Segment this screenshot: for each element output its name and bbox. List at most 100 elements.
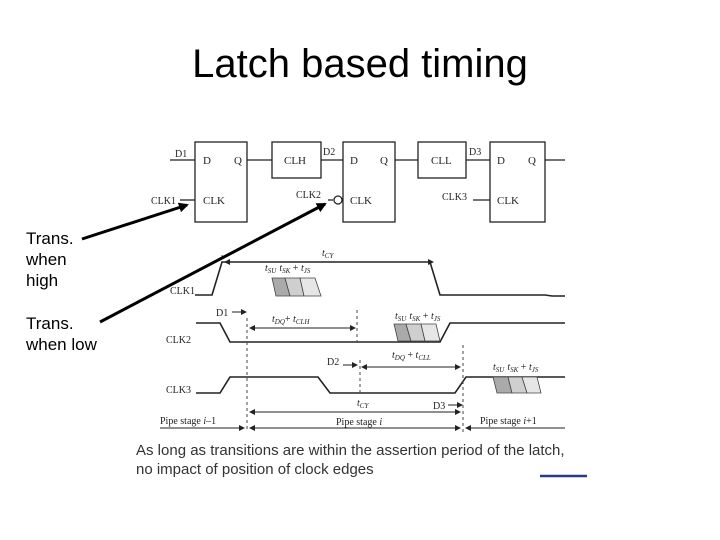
d2-label: D2 — [327, 357, 339, 368]
timing-windows — [271, 277, 542, 394]
cll-t2: t — [416, 350, 419, 361]
trans-high-line-1: Trans. — [26, 229, 74, 248]
clk2-inversion-bubble — [333, 195, 343, 205]
caption-line-1: As long as transitions are within the as… — [136, 442, 565, 459]
logic-block-cll — [417, 141, 467, 179]
latch-1-clk-label: CLK — [203, 195, 225, 207]
clk1-label: CLK1 — [170, 286, 195, 297]
trans-low-line-1: Trans. — [26, 314, 74, 333]
tcy-top-sub: CY — [325, 252, 335, 260]
latch-1-d-label: D — [203, 155, 211, 167]
tcy-stage-t: t — [357, 398, 360, 409]
clk3-skew-window-b — [521, 376, 542, 394]
input-clk1-label: CLK1 — [151, 196, 176, 207]
input-d1-label: D1 — [175, 149, 187, 160]
logic-cll-label: CLL — [431, 155, 452, 167]
setup2-s1: SU — [398, 315, 408, 323]
latch-3-d-label: D — [497, 155, 505, 167]
setup-t3: t — [301, 263, 304, 274]
clk1-waveform — [195, 261, 565, 297]
logic-clh-label: CLH — [284, 155, 306, 167]
clh-s1: DQ — [274, 318, 285, 326]
logic-block-clh — [271, 141, 322, 179]
trans-low-line-2: when low — [26, 335, 97, 354]
setup2-t2: t — [409, 311, 412, 322]
arrow-trans-high — [81, 202, 189, 241]
clk3-label: CLK3 — [166, 385, 191, 396]
latch-3-clk-label: CLK — [497, 195, 519, 207]
latch-1-box — [194, 141, 248, 223]
clk2-waveform — [196, 322, 565, 343]
pipe-prev-b: i — [203, 416, 206, 427]
cll-plus: + — [405, 350, 416, 361]
pipe-stage-prev-label: Pipe stage i–1 — [160, 416, 216, 427]
setup3-t3: t — [529, 362, 532, 373]
tcy-stage-label: tCY — [357, 398, 369, 410]
pipe-next-c: +1 — [526, 416, 537, 427]
timing-guides — [221, 255, 464, 432]
latch-2-d-label: D — [350, 155, 358, 167]
latch-1-q-label: Q — [234, 155, 242, 167]
setup2-plus: + — [420, 311, 431, 322]
setup3-plus: + — [518, 362, 529, 373]
setup-s2: SK — [282, 267, 291, 275]
setup-s3: JS — [304, 267, 311, 275]
d3-label: D3 — [433, 401, 445, 412]
clh-t2: t — [293, 314, 296, 325]
trans-high-line-3: high — [26, 271, 59, 290]
pipe-prev-a: Pipe stage — [160, 416, 203, 427]
setup-s1: SU — [268, 267, 278, 275]
setup-t1: t — [265, 263, 268, 274]
pipe-cur-a: Pipe stage — [336, 417, 379, 428]
pipe-next-a: Pipe stage — [480, 416, 523, 427]
annotation-arrows — [81, 202, 327, 324]
d1-label: D1 — [216, 308, 228, 319]
setup3-s2: SK — [510, 366, 519, 374]
latch-2-box — [342, 141, 396, 223]
tcy-top-label: tCY — [322, 248, 334, 260]
clk1-skew-window-b — [299, 277, 322, 297]
trans-high-line-2: when — [26, 250, 67, 269]
cll-s2: CLL — [418, 354, 431, 362]
pipe-stage-current-label: Pipe stage i — [336, 417, 382, 428]
setup3-t2: t — [507, 362, 510, 373]
clh-plus: + — [285, 314, 293, 325]
tcy-stage-sub: CY — [360, 402, 370, 410]
pipe-next-b: i — [523, 416, 526, 427]
caption: As long as transitions are within the as… — [136, 441, 606, 479]
latch-2-clk-label: CLK — [350, 195, 372, 207]
timing-waveforms — [195, 261, 565, 394]
latch-3-box — [489, 141, 546, 223]
latch-2-q-label: Q — [380, 155, 388, 167]
slide-title-text: Latch based timing — [192, 42, 528, 86]
setup2-t3: t — [431, 311, 434, 322]
arrow-trans-low — [99, 202, 327, 324]
cll-t1: t — [392, 350, 395, 361]
clk3-waveform — [196, 376, 565, 394]
timing-arrows — [160, 259, 565, 431]
input-d2-label: D2 — [323, 147, 335, 158]
input-d3-label: D3 — [469, 147, 481, 158]
pipe-stage-next-label: Pipe stage i+1 — [480, 416, 537, 427]
pipe-cur-b: i — [379, 417, 382, 428]
pipe-prev-c: –1 — [205, 416, 216, 427]
delay-cll-label: tDQ + tCLL — [392, 350, 431, 362]
input-clk3-label: CLK3 — [442, 192, 467, 203]
latch-schematic-labels: D Q CLK D Q CLK D Q CLK CLH CLL D1 D2 D3… — [151, 147, 536, 207]
delay-clh-label: tDQ+ tCLH — [272, 314, 310, 326]
setup3-s1: SU — [496, 366, 506, 374]
latch-3-q-label: Q — [528, 155, 536, 167]
setup3-t1: t — [493, 362, 496, 373]
clk2-skew-window-b — [420, 323, 441, 342]
tcy-top-t: t — [322, 248, 325, 259]
setup-plus: + — [290, 263, 301, 274]
cll-s1: DQ — [394, 354, 405, 362]
clh-t1: t — [272, 314, 275, 325]
trans-low-label: Trans. when low — [26, 313, 97, 355]
setup2-s2: SK — [412, 315, 421, 323]
caption-line-2: no impact of position of clock edges — [136, 461, 374, 478]
